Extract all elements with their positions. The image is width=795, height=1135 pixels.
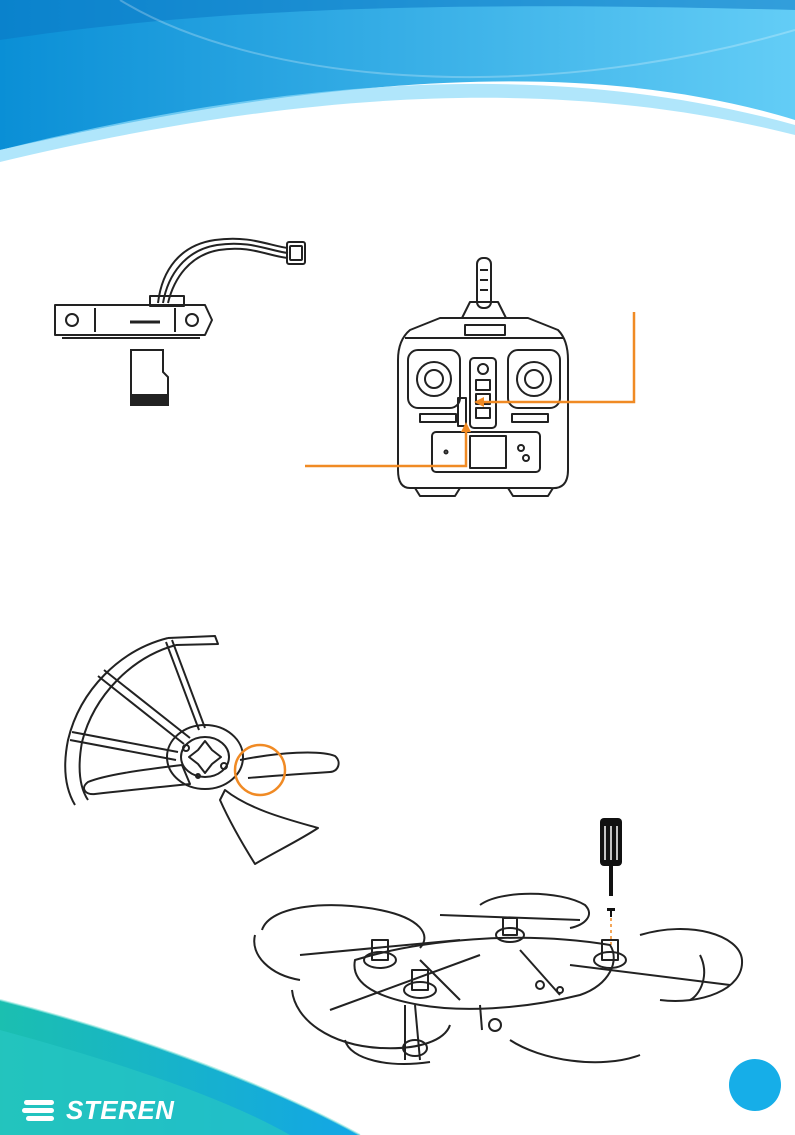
steren-stripes-icon: [22, 1098, 58, 1124]
brand-logo: STEREN: [22, 1095, 174, 1126]
page-number-badge: [729, 1059, 781, 1111]
brand-name: STEREN: [66, 1095, 174, 1126]
